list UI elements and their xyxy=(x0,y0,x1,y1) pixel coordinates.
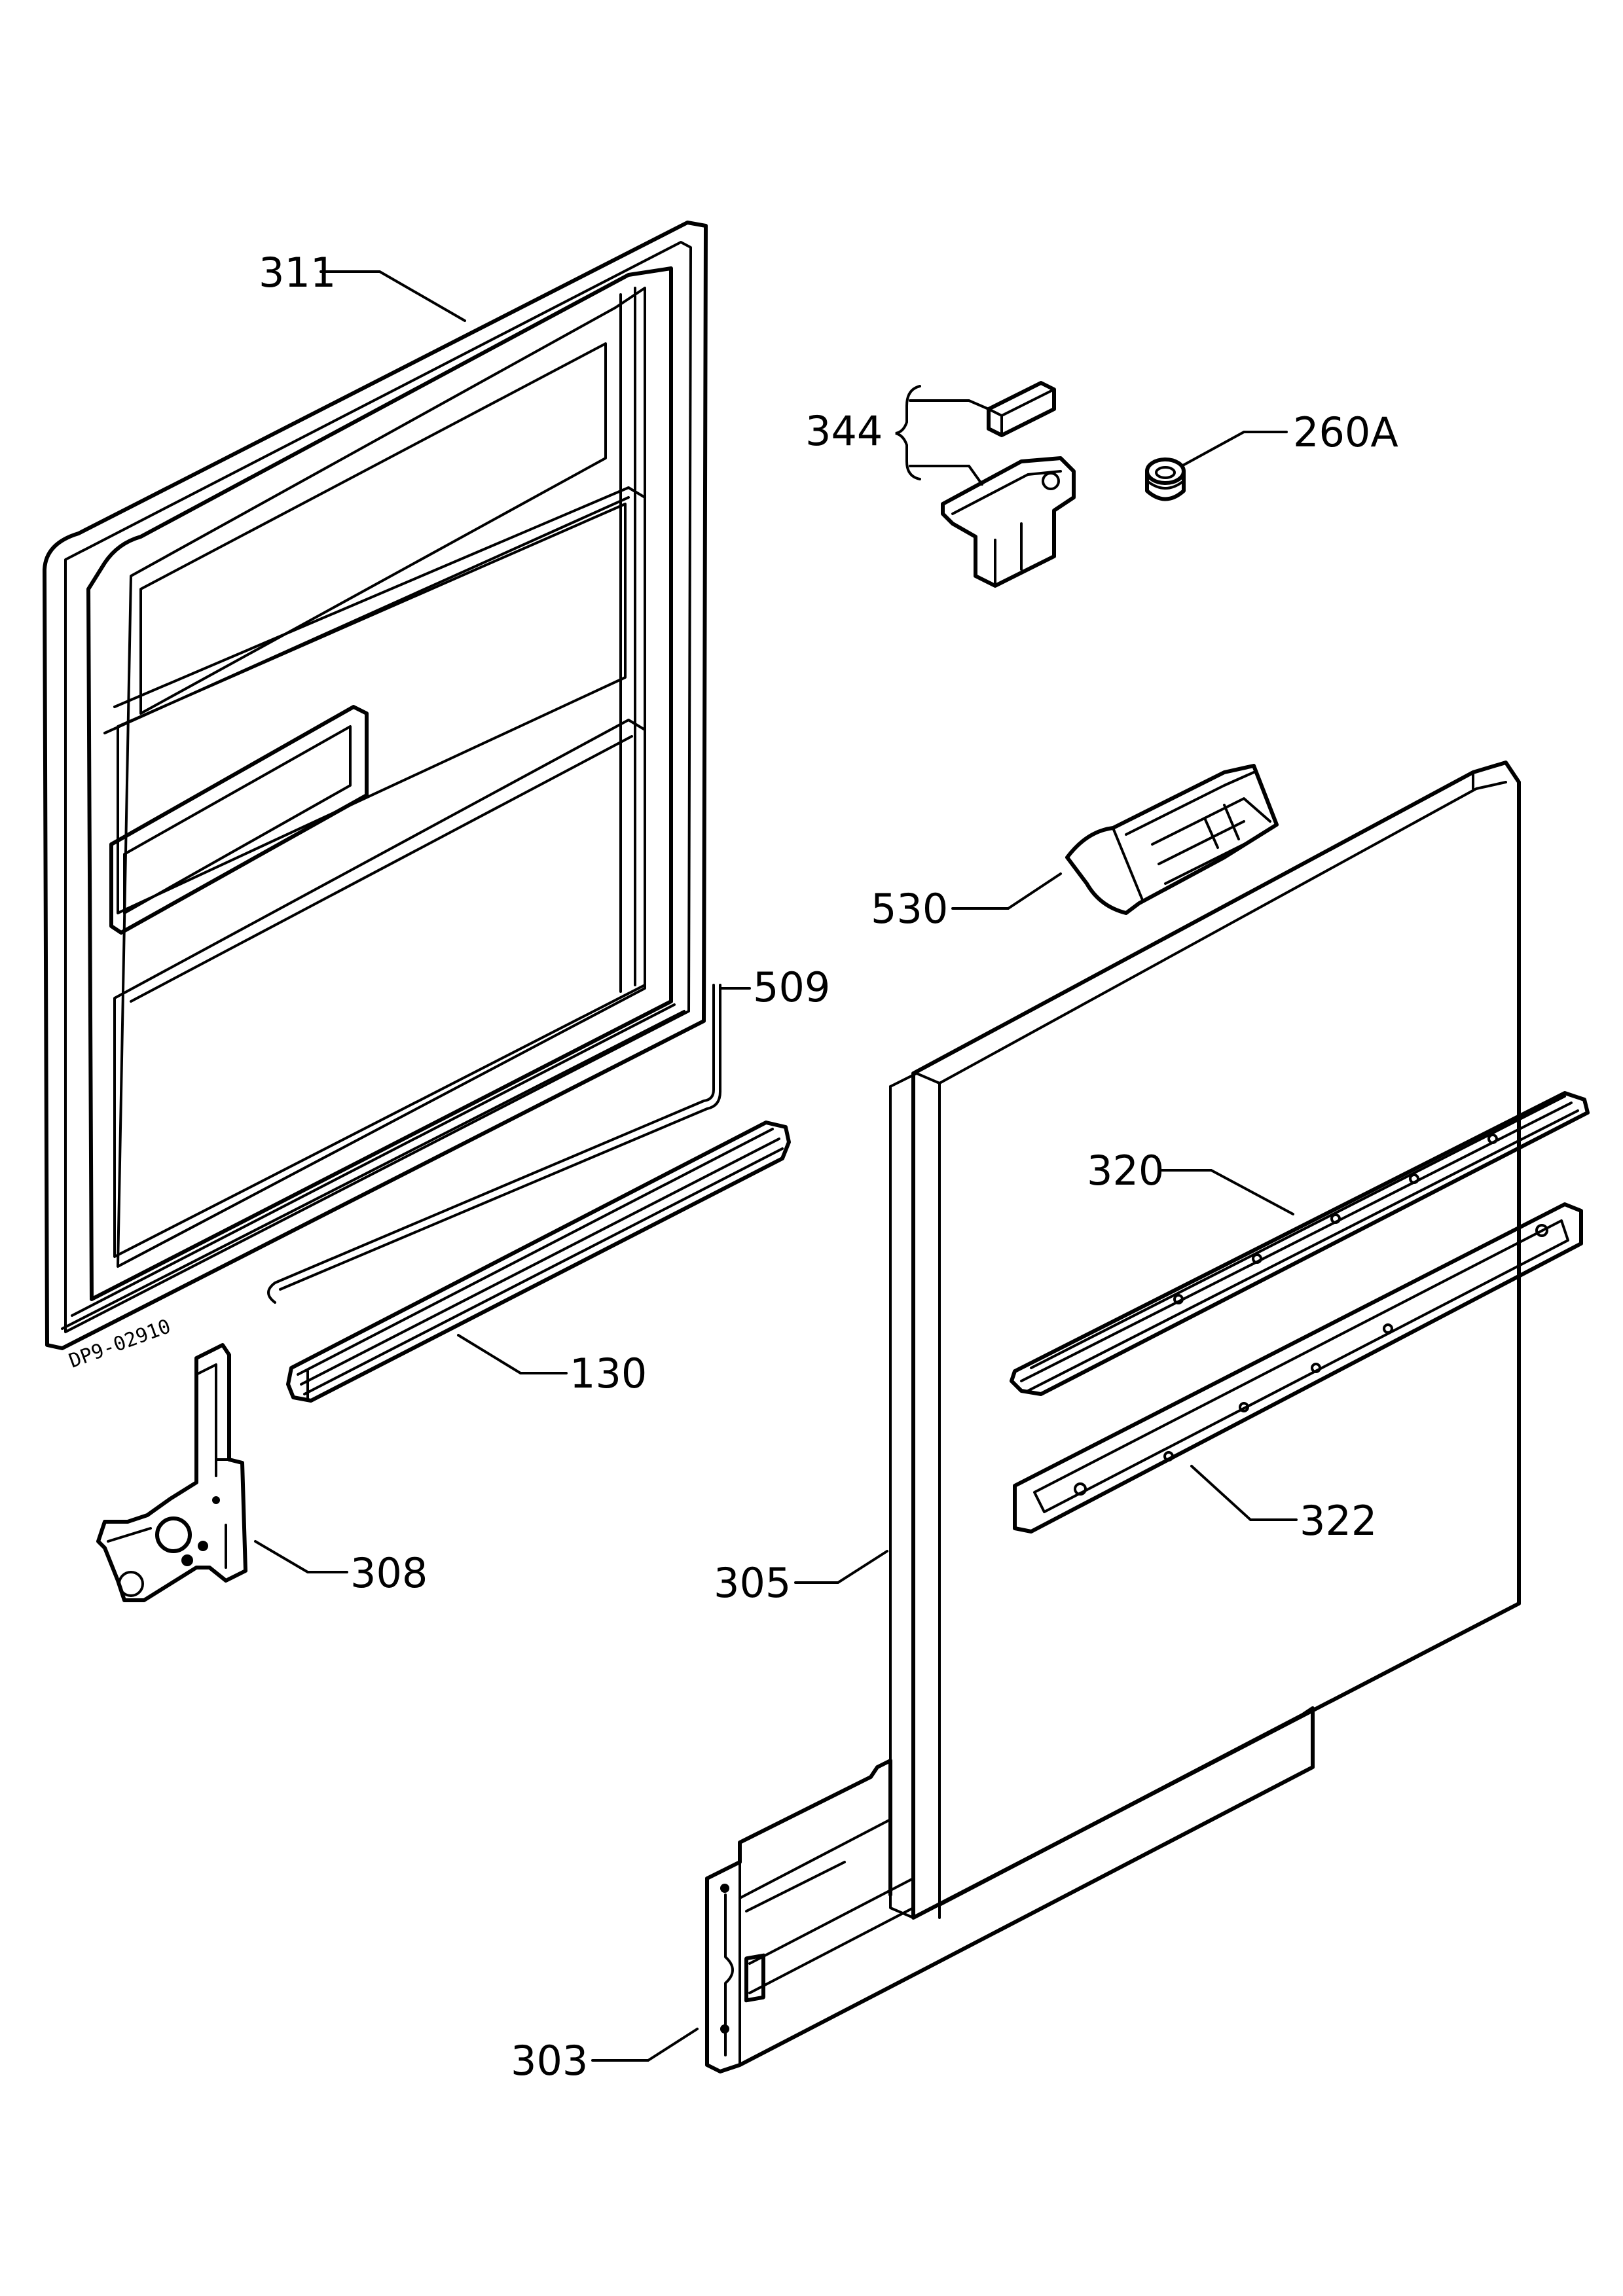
callout-311: 311 xyxy=(259,249,466,322)
callout-303: 303 xyxy=(511,2028,699,2085)
spacer-nut-260A xyxy=(1145,457,1186,501)
callout-label-530: 530 xyxy=(871,885,948,933)
leader-line-130 xyxy=(457,1334,568,1374)
callout-305: 305 xyxy=(714,1550,888,1607)
callout-label-305: 305 xyxy=(714,1559,791,1607)
leader-line-308 xyxy=(254,1540,348,1573)
leader-line-322 xyxy=(1190,1465,1298,1521)
callout-308: 308 xyxy=(254,1540,428,1597)
brace-344 xyxy=(895,385,921,480)
leader-line-305 xyxy=(794,1550,888,1584)
door-lock-assembly-344 xyxy=(941,381,1076,588)
leader-line-320 xyxy=(1161,1169,1294,1215)
callout-label-260A: 260A xyxy=(1293,408,1398,456)
door-hinge-308 xyxy=(96,1343,247,1602)
callout-509: 509 xyxy=(719,963,830,1011)
outer-door-frame-311 xyxy=(43,221,708,1350)
leader-line-303 xyxy=(591,2028,699,2062)
callout-label-509: 509 xyxy=(753,963,830,1011)
front-panel-305 xyxy=(889,761,1521,1920)
callout-260A: 260A xyxy=(1180,408,1398,467)
leader-line-311 xyxy=(319,270,466,322)
upper-rail-320 xyxy=(1010,1091,1590,1396)
kick-plate-303 xyxy=(705,1706,1315,2073)
leader-line-530 xyxy=(951,872,1062,910)
leader-line-344b xyxy=(909,465,983,486)
leader-line-344a xyxy=(909,399,990,410)
door-handle-530 xyxy=(1065,764,1279,915)
callout-label-130: 130 xyxy=(570,1350,647,1397)
callout-label-308: 308 xyxy=(350,1549,428,1597)
callout-label-303: 303 xyxy=(511,2037,588,2085)
door-spring-wire-509 xyxy=(267,984,721,1304)
callout-322: 322 xyxy=(1190,1465,1377,1545)
callout-530: 530 xyxy=(871,872,1062,933)
door-seal-130 xyxy=(286,1121,791,1403)
callout-130: 130 xyxy=(457,1334,647,1397)
lower-rail-322 xyxy=(1013,1202,1583,1534)
callout-label-320: 320 xyxy=(1087,1147,1164,1194)
callout-320: 320 xyxy=(1087,1147,1294,1215)
callout-344: 344 xyxy=(805,385,990,486)
callout-label-344: 344 xyxy=(805,407,883,455)
leader-line-260A xyxy=(1180,431,1288,467)
callout-label-322: 322 xyxy=(1300,1497,1377,1545)
